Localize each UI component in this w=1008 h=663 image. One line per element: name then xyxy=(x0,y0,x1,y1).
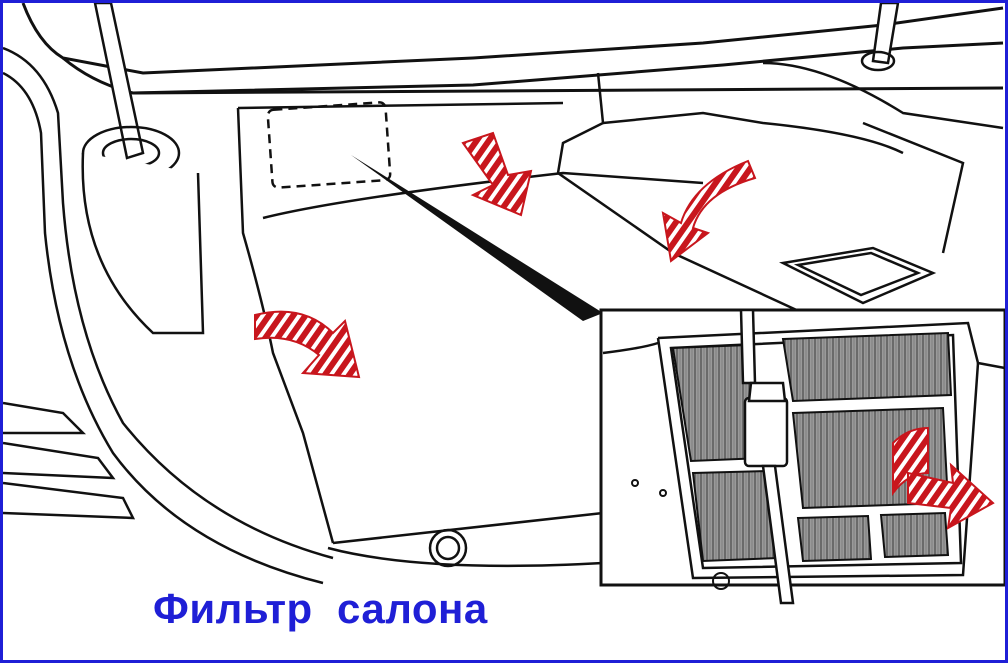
body-right-trim xyxy=(556,61,1004,315)
trunk-illustration xyxy=(3,3,1005,605)
arrow-filter-removal xyxy=(892,426,995,530)
filter-location-marker xyxy=(266,101,392,189)
caption-cabin-filter: Фильтр салона xyxy=(153,585,488,632)
wiring-connector xyxy=(739,308,795,605)
hinge-strut-left xyxy=(81,3,205,335)
arrow-down-center xyxy=(461,131,533,217)
arrow-curved-right xyxy=(661,159,757,263)
trunk-lid xyxy=(21,3,1004,95)
callout-wedge xyxy=(351,155,603,321)
hinge-strut-right xyxy=(860,3,900,72)
filter-detail-inset xyxy=(599,308,1005,605)
body-left-side xyxy=(3,46,334,585)
arrow-curved-left xyxy=(254,310,361,379)
